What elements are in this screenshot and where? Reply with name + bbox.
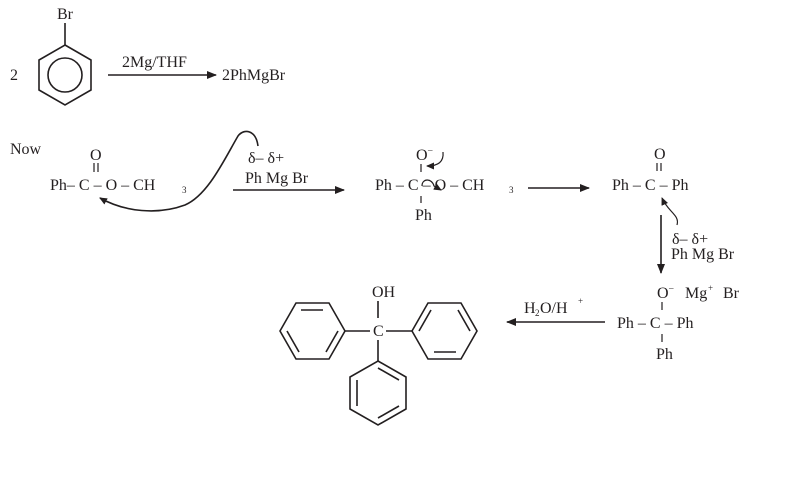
- reagent-mg-thf: 2Mg/THF: [122, 54, 187, 71]
- alkoxide-br: Br: [723, 285, 740, 302]
- delta-charges-2: δ– δ+: [672, 231, 708, 248]
- alkoxide-mg-charge: +: [708, 283, 713, 293]
- coefficient: 2: [10, 67, 18, 84]
- phenyl-ring-right: [386, 302, 478, 360]
- product-oh: OH: [372, 284, 396, 301]
- delta-charges: δ– δ+: [248, 150, 284, 167]
- grignard-reagent-2: Ph Mg Br: [671, 246, 735, 263]
- now-label: Now: [10, 141, 42, 158]
- ester-formula: Ph– C – O – CH: [50, 177, 156, 194]
- intermediate-subscript: 3: [509, 185, 514, 195]
- bromo-label: Br: [57, 6, 74, 23]
- alkoxide-mg: Mg: [685, 285, 707, 302]
- alkoxide-ph: Ph: [656, 346, 673, 363]
- ketone-formula: Ph – C – Ph: [612, 177, 688, 194]
- hydrolysis-h: H: [524, 300, 536, 317]
- intermediate-o: O: [416, 147, 428, 164]
- alkoxide-formula: Ph – C – Ph: [617, 315, 693, 332]
- hydrolysis-sub: 2: [535, 308, 540, 318]
- hydrolysis-reagent: O/H: [540, 300, 568, 317]
- intermediate-ph: Ph: [415, 207, 432, 224]
- grignard-reagent: Ph Mg Br: [245, 170, 309, 187]
- alkoxide-o-charge: –: [668, 283, 674, 293]
- alkoxide-o: O: [657, 285, 669, 302]
- ester-carbonyl-o: O: [90, 147, 102, 164]
- bromobenzene-ring: [38, 23, 92, 106]
- hydrolysis-plus: +: [578, 296, 583, 306]
- grignard-product: 2PhMgBr: [222, 67, 286, 84]
- product-c: C: [373, 323, 384, 340]
- phenyl-ring-bottom: [349, 340, 407, 426]
- ester-subscript: 3: [182, 185, 187, 195]
- intermediate-formula: Ph – C – O – CH: [375, 177, 485, 194]
- intermediate-o-charge: –: [427, 145, 433, 155]
- ketone-o: O: [654, 146, 666, 163]
- phenyl-ring-left: [279, 302, 370, 360]
- curved-arrow-attack: [99, 130, 259, 212]
